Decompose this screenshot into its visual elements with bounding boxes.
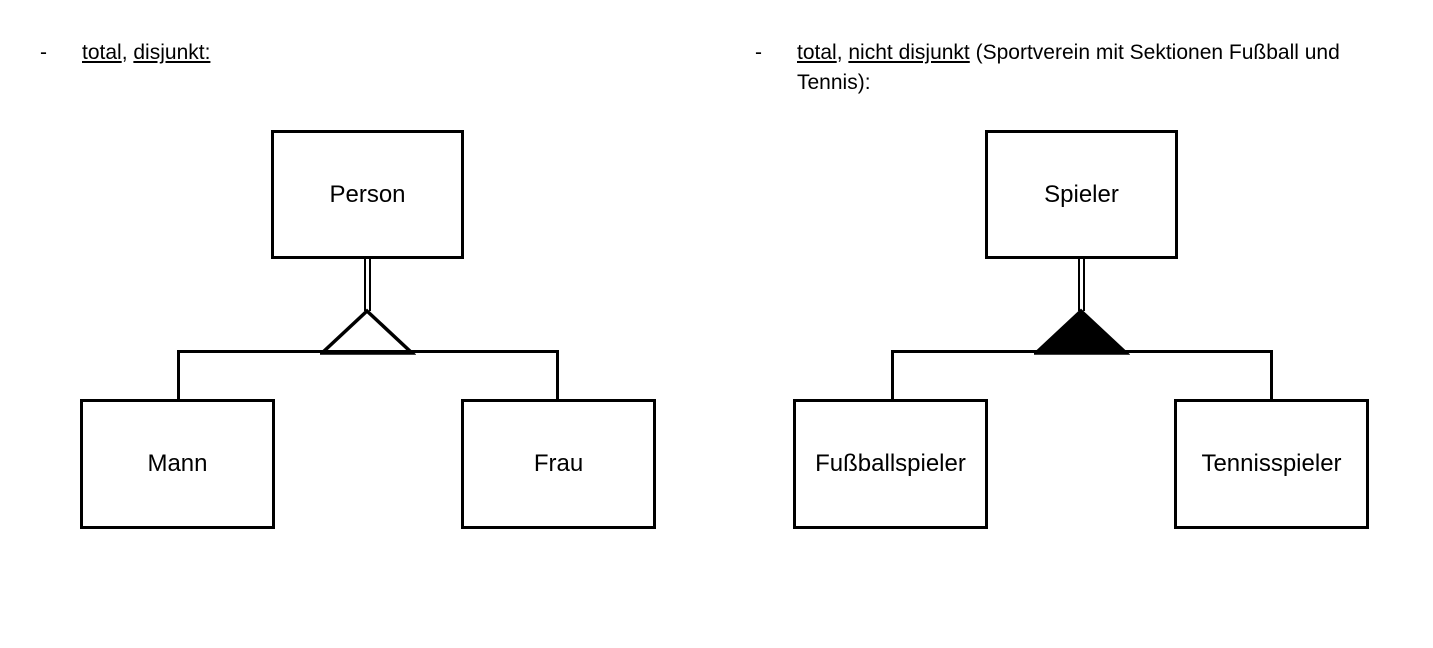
generalization-hbar-left — [177, 350, 559, 353]
entity-box-fussballspieler: Fußballspieler — [793, 399, 988, 529]
entity-label-spieler: Spieler — [1044, 180, 1119, 208]
entity-box-mann: Mann — [80, 399, 275, 529]
generalization-double-line-right — [1078, 259, 1085, 311]
entity-box-person: Person — [271, 130, 464, 259]
entity-box-tennisspieler: Tennisspieler — [1174, 399, 1369, 529]
entity-box-spieler: Spieler — [985, 130, 1178, 259]
bullet-right-segment-total: total — [797, 41, 837, 64]
generalization-double-line-left — [364, 259, 371, 311]
entity-label-frau: Frau — [533, 450, 584, 477]
bullet-left-marker: - — [40, 41, 47, 64]
generalization-hbar-right — [891, 350, 1273, 353]
bullet-right-segment-nicht-disjunkt: nicht disjunkt — [848, 41, 970, 64]
entity-label-mann: Mann — [147, 450, 208, 477]
entity-box-frau: Frau — [461, 399, 656, 529]
bullet-right-segment-parenthetical: (Sportverein mit Sektionen Fußball und T… — [797, 41, 1340, 94]
bullet-left-segment-comma: , — [121, 41, 134, 64]
bullet-left-segment-total: total — [82, 41, 122, 64]
entity-label-tennisspieler: Tennisspieler — [1201, 450, 1342, 477]
bullet-right-segment-comma: , — [836, 41, 849, 64]
bullet-right-text: total, nicht disjunkt (Sportverein mit S… — [797, 38, 1395, 98]
generalization-drop-left-1 — [177, 350, 180, 400]
generalization-drop-left-2 — [556, 350, 559, 400]
generalization-drop-right-1 — [891, 350, 894, 400]
entity-label-fussballspieler: Fußballspieler — [815, 450, 966, 477]
bullet-right-marker: - — [755, 41, 762, 64]
generalization-drop-right-2 — [1270, 350, 1273, 400]
bullet-left-segment-disjunkt: disjunkt: — [133, 41, 211, 64]
entity-label-person: Person — [329, 180, 406, 208]
bullet-left-text: total, disjunkt: — [82, 38, 210, 68]
